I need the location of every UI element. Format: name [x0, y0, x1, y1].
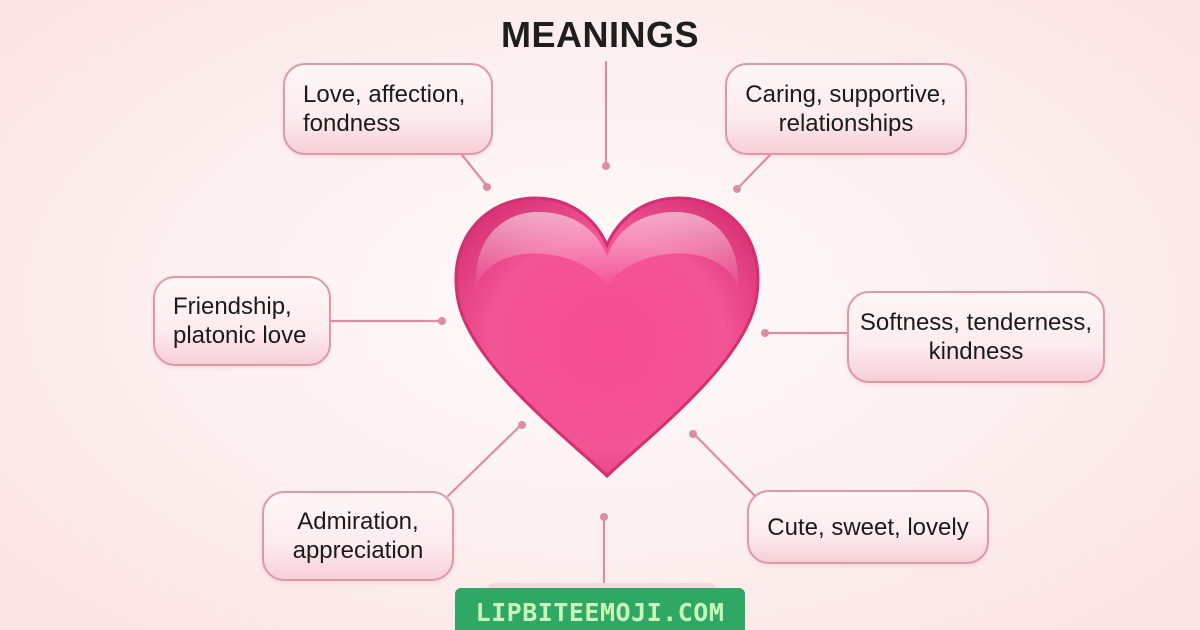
connector-dot	[761, 329, 769, 337]
meaning-text: Admiration,	[297, 508, 419, 535]
meaning-bubble-admiration: Admiration, appreciation	[262, 491, 454, 581]
meaning-text: Friendship,	[173, 293, 292, 320]
meaning-text: Caring, supportive,	[745, 81, 947, 108]
diagram-title: MEANINGS	[500, 14, 699, 55]
meaning-text: platonic love	[173, 322, 307, 349]
meaning-text: appreciation	[292, 537, 424, 564]
meaning-bubble-cute: Cute, sweet, lovely	[747, 490, 989, 564]
connector-dot	[600, 513, 608, 521]
meaning-bubble-friendship: Friendship, platonic love	[153, 276, 331, 366]
meaning-text: kindness	[928, 338, 1024, 365]
meaning-bubble-softness: Softness, tenderness, kindness	[847, 291, 1105, 383]
meaning-text: Love, affection,	[303, 81, 466, 108]
meaning-text: fondness	[303, 110, 401, 137]
meaning-text: Softness, tenderness,	[859, 309, 1093, 336]
connector-caring	[736, 153, 772, 190]
connector-dot	[602, 162, 610, 170]
connector-dot	[689, 430, 697, 438]
connector-cute	[692, 432, 757, 498]
connector-love	[460, 153, 489, 188]
meaning-bubble-love: Love, affection, fondness	[283, 63, 493, 155]
meaning-bubble-caring: Caring, supportive, relationships	[725, 63, 967, 155]
meaning-text: relationships	[778, 110, 914, 137]
connector-dot	[438, 317, 446, 325]
meaning-text: Cute, sweet, lovely	[767, 513, 969, 541]
connector-dot	[483, 183, 491, 191]
connector-dot	[518, 421, 526, 429]
watermark-badge: LIPBITEEMOJI.COM	[455, 588, 745, 630]
watermark-backing	[488, 583, 716, 591]
pink-heart-icon	[450, 190, 764, 480]
connector-admiration	[446, 423, 523, 498]
connector-dot	[733, 185, 741, 193]
